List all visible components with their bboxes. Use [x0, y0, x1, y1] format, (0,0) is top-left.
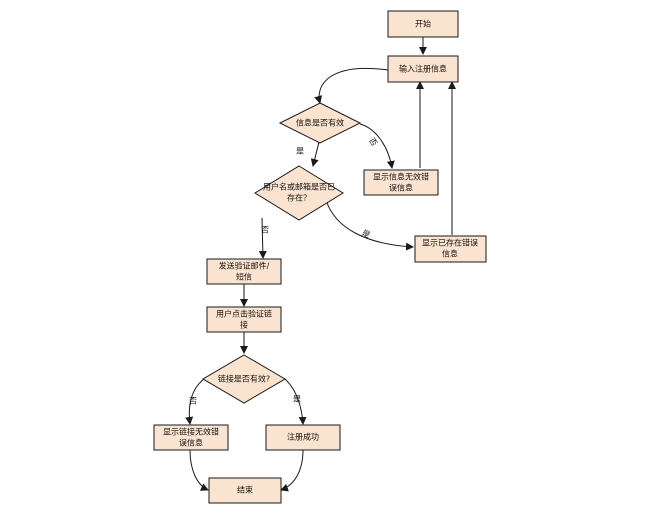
decision-valid-label: 信息是否有效	[296, 118, 344, 128]
node-link-invalid-label-2: 误信息	[179, 438, 203, 448]
edge-label-exists-yes: 是	[360, 228, 371, 240]
decision-exists-label-1: 用户名或邮箱是否已	[263, 182, 335, 192]
node-start: 开始	[387, 10, 459, 38]
decision-valid: 信息是否有效	[278, 102, 362, 144]
node-input: 输入注册信息	[387, 55, 459, 83]
edge-input-to-valid	[314, 67, 389, 104]
edge-link-yes	[284, 378, 307, 425]
edge-link-no	[185, 378, 205, 425]
node-show-invalid-label-2: 误信息	[389, 183, 413, 193]
edge-exists-no	[258, 217, 267, 259]
decision-exists-label-2: 存在？	[287, 193, 311, 203]
node-show-exists: 显示已存在错误 信息	[414, 235, 487, 263]
node-link-invalid: 显示链接无效错 误信息	[153, 424, 229, 451]
node-show-invalid: 显示信息无效错 误信息	[363, 169, 439, 196]
node-link-invalid-label-1: 显示链接无效错	[163, 427, 219, 437]
node-click-label-2: 接	[240, 320, 248, 330]
node-show-invalid-label-1: 显示信息无效错	[373, 172, 429, 182]
edge-valid-yes	[310, 141, 320, 167]
edge-label-valid-yes: 是	[296, 147, 304, 156]
node-show-exists-label-2: 信息	[442, 249, 458, 259]
decision-link-label: 链接是否有效?	[218, 374, 270, 384]
node-send-label-1: 发送验证邮件/	[219, 261, 270, 271]
edges	[185, 37, 456, 492]
edge-label-exists-no: 否	[261, 226, 269, 235]
edge-label-link-no: 否	[189, 397, 197, 406]
node-success-label: 注册成功	[287, 432, 319, 442]
decision-exists: 用户名或邮箱是否已 存在？	[254, 165, 344, 221]
node-success: 注册成功	[265, 424, 341, 451]
node-input-label: 输入注册信息	[399, 64, 447, 74]
node-click: 用户点击验证链 接	[206, 306, 282, 333]
node-show-exists-label-1: 显示已存在错误	[422, 238, 478, 248]
decision-link: 链接是否有效?	[202, 354, 286, 404]
node-end: 结束	[208, 477, 282, 504]
edge-valid-no	[359, 123, 395, 169]
edge-exists-yes	[325, 199, 414, 251]
edge-label-valid-no: 否	[367, 136, 379, 148]
node-send-label-2: 短信	[236, 272, 252, 282]
node-send: 发送验证邮件/ 短信	[206, 258, 282, 285]
node-end-label: 结束	[237, 485, 253, 495]
edge-label-link-yes: 是	[293, 395, 301, 404]
node-click-label-1: 用户点击验证链	[216, 309, 272, 319]
node-start-label: 开始	[415, 19, 431, 29]
edge-success-to-end	[280, 449, 304, 492]
edge-linkinvalid-to-end	[189, 449, 209, 491]
